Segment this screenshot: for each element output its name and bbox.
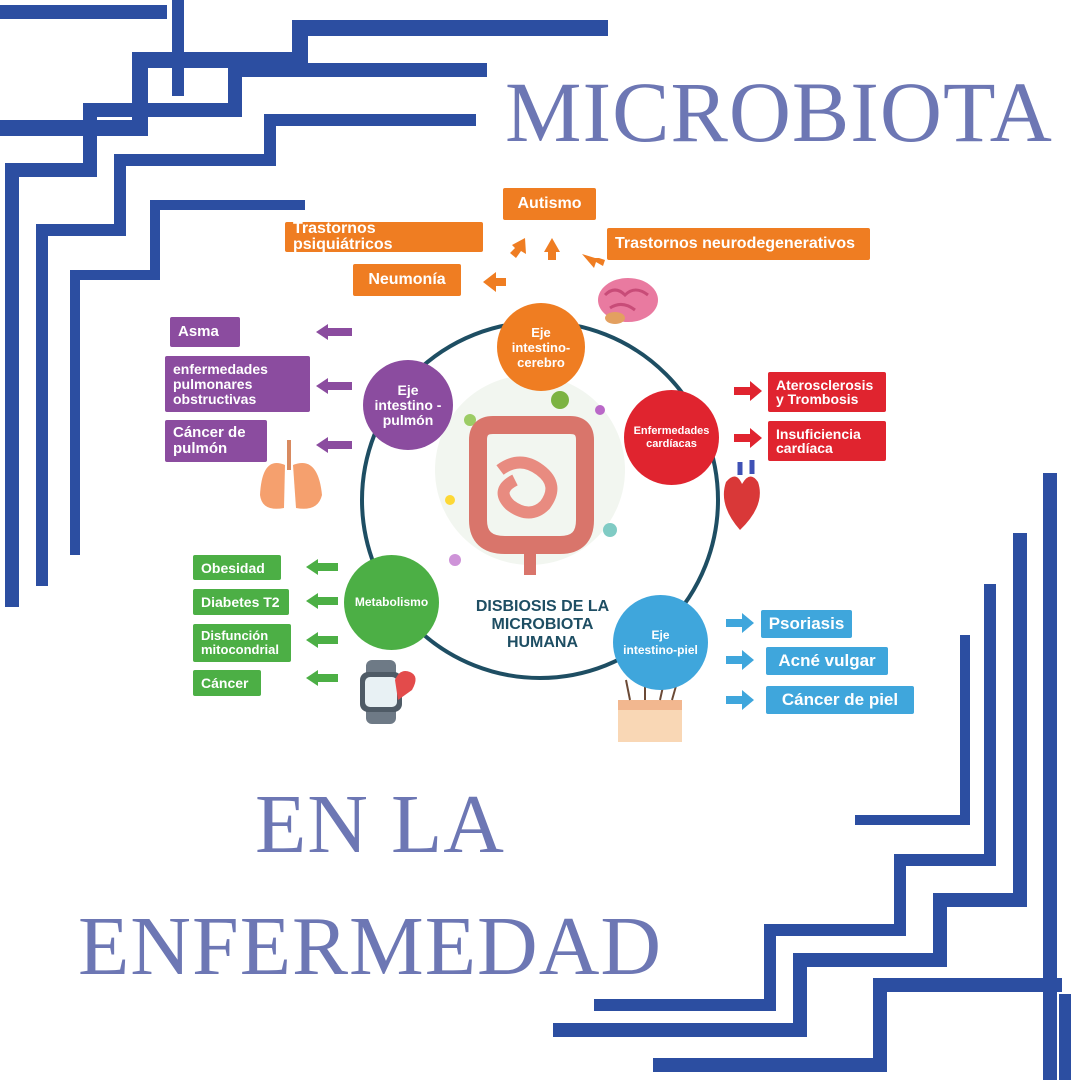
hub-cardiac-diseases: Enfermedades cardíacas [624,390,719,485]
brain-icon [598,278,658,324]
arrows-skin [726,613,754,710]
hub-gut-lung-axis: Eje intestino -pulmón [363,360,453,450]
center-label-disbiosis: DISBIOSIS DE LA MICROBIOTA HUMANA [455,598,630,652]
condition-asma: Asma [170,317,240,347]
title-enfermedad: ENFERMEDAD [78,900,663,993]
hub-gut-skin-axis: Eje intestino-piel [613,595,708,690]
corner-pattern-top-left [0,0,608,607]
condition-autismo: Autismo [503,188,596,220]
condition-cancer: Cáncer [193,670,261,696]
arrows-brain [483,238,605,292]
condition-insuficiencia-cardiaca: Insuficiencia cardíaca [768,421,886,461]
condition-neumonia: Neumonía [353,264,461,296]
condition-diabetes-t2: Diabetes T2 [193,589,289,615]
title-en-la: EN LA [255,778,505,871]
hub-metabolism: Metabolismo [344,555,439,650]
condition-cancer-de-pulmon: Cáncer de pulmón [165,420,267,462]
condition-enfermedades-pulmonares-obstructivas: enfermedades pulmonares obstructivas [165,356,310,412]
lungs-icon [260,440,322,509]
condition-psoriasis: Psoriasis [761,610,852,638]
heart-icon [723,460,760,530]
center-label-line1: DISBIOSIS DE LA [475,598,610,615]
condition-disfuncion-mitocondrial: Disfunción mitocondrial [193,624,291,662]
smartwatch-icon [360,660,416,724]
condition-aterosclerosis: Aterosclerosis y Trombosis [768,372,886,412]
corner-pattern-bottom-right [553,473,1071,1080]
condition-cancer-de-piel: Cáncer de piel [766,686,914,714]
arrows-metabolism [306,559,338,686]
condition-trastornos-psiquiatricos: Trastornos psiquiátricos [285,221,483,253]
center-label-line2: MICROBIOTA [491,616,594,633]
condition-trastornos-neurodegenerativos: Trastornos neurodegenerativos [607,228,870,260]
skin-icon [618,679,682,742]
condition-acne-vulgar: Acné vulgar [766,647,888,675]
title-microbiota: MICROBIOTA [505,64,1053,160]
arrows-lung [316,324,352,453]
hub-gut-brain-axis: Eje intestino-cerebro [497,303,585,391]
arrows-heart [734,381,762,448]
center-label-line3: HUMANA [506,634,579,651]
intestine-icon [435,375,625,575]
condition-obesidad: Obesidad [193,555,281,580]
